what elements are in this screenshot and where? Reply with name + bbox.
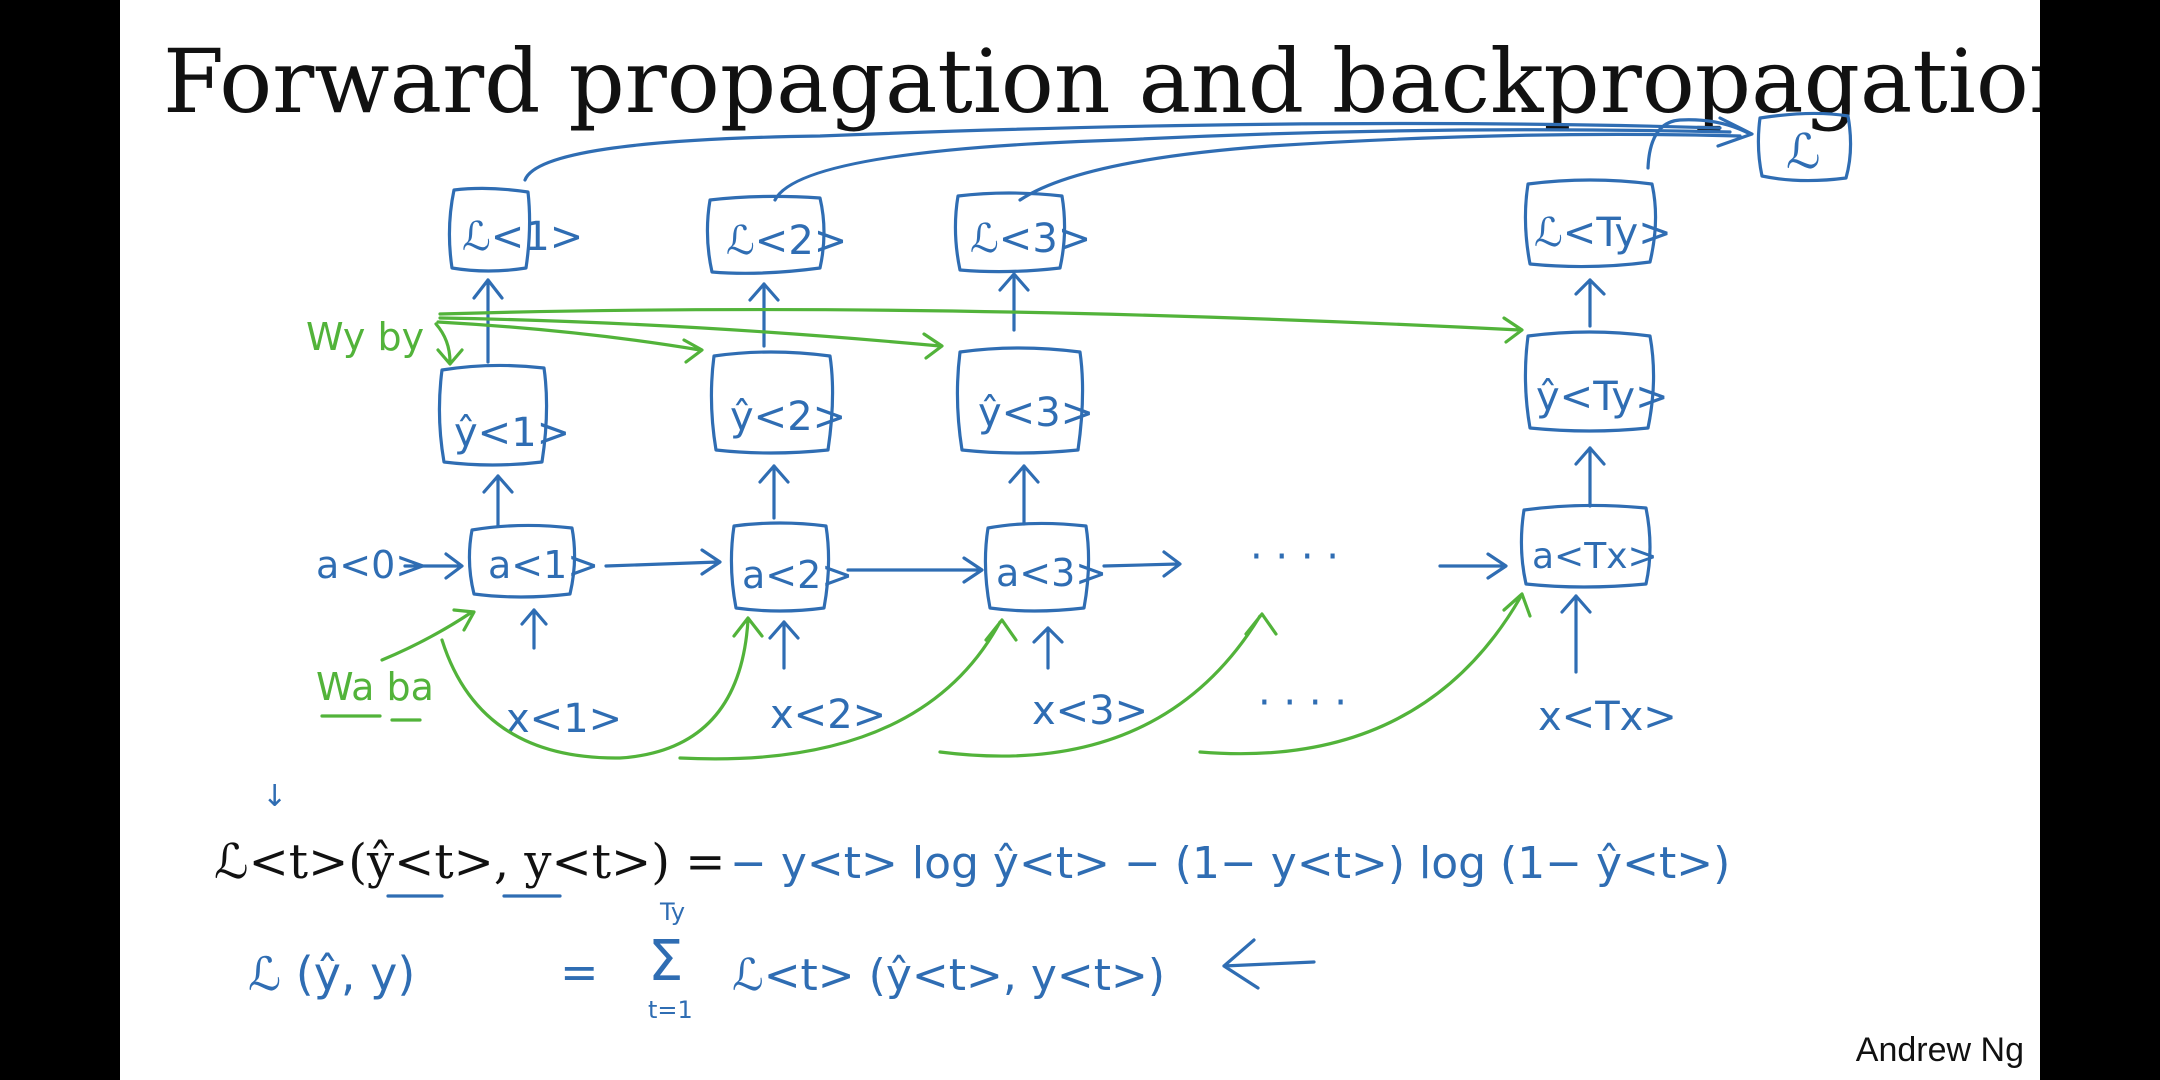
input-xT: x<Tx>: [1538, 694, 1677, 740]
loss2-to-total-arrow: [773, 128, 1732, 202]
total-loss-label: ℒ: [1786, 124, 1821, 180]
svg-text:ℒ<2>: ℒ<2>: [726, 218, 847, 264]
slide: Forward propagation and backpropagation …: [120, 0, 2040, 1080]
wy-to-yhat3-arrow: [438, 316, 944, 360]
wy-to-yhat2-arrow: [436, 320, 704, 364]
aT-to-yhatT-arrow: [1574, 446, 1606, 508]
svg-text:a<2>: a<2>: [742, 553, 853, 597]
wy-to-yhatT-arrow: [438, 307, 1524, 344]
input-x2: x<2>: [770, 692, 886, 738]
activation-node-1: a<1>: [467, 523, 599, 599]
total-loss-lhs: ℒ (ŷ, y): [248, 947, 415, 1001]
yhat1-to-loss1-arrow: [472, 278, 504, 364]
loss-node-T: ℒ<Ty>: [1523, 178, 1672, 269]
svg-text:ŷ<1>: ŷ<1>: [454, 410, 570, 456]
wa-to-a2-arrow: [440, 616, 764, 760]
ellipsis-activations: · · · ·: [1250, 534, 1339, 580]
yhat2-to-loss2-arrow: [748, 282, 780, 348]
svg-text:ŷ<2>: ŷ<2>: [730, 394, 846, 440]
total-loss-box: [1756, 111, 1853, 183]
a1-to-a2-arrow: [604, 548, 722, 576]
output-node-2: ŷ<2>: [709, 350, 846, 455]
param-wy-by: Wy by: [306, 315, 424, 359]
wa-to-a3-arrow: [678, 618, 1018, 761]
x2-to-a2-arrow: [768, 620, 800, 670]
input-x1: x<1>: [506, 696, 622, 742]
rnn-diagram: ℒ ℒ<1> ℒ<2> ℒ<3> ℒ<Ty>: [306, 111, 1853, 761]
sum-upper-limit: Ty: [659, 898, 685, 926]
author-credit: Andrew Ng: [1855, 1031, 2024, 1069]
sum-symbol: Σ: [648, 929, 683, 994]
svg-text:a<3>: a<3>: [996, 551, 1107, 595]
wa-to-aT-arrow: [1198, 592, 1532, 756]
yhat3-to-loss3-arrow: [998, 272, 1030, 332]
a2-to-a3-arrow: [846, 556, 984, 584]
output-node-1: ŷ<1>: [437, 363, 570, 467]
svg-text:ŷ<3>: ŷ<3>: [978, 390, 1094, 436]
prev-to-aT-arrow: [1438, 552, 1508, 580]
loss-node-2: ℒ<2>: [705, 194, 847, 275]
x1-to-a1-arrow: [520, 608, 548, 650]
total-loss-equals: =: [560, 945, 599, 999]
activation-node-2: a<2>: [729, 521, 853, 613]
svg-text:a<1>: a<1>: [488, 543, 599, 587]
loss1-to-total-arrow: [523, 121, 1722, 182]
svg-text:ℒ<1>: ℒ<1>: [462, 214, 583, 260]
svg-text:ℒ<Ty>: ℒ<Ty>: [1534, 210, 1672, 256]
activation-node-3: a<3>: [983, 521, 1107, 613]
emphasis-arrow: [1222, 938, 1316, 990]
activation-node-T: a<Tx>: [1519, 503, 1658, 589]
output-node-3: ŷ<3>: [955, 346, 1094, 455]
param-wa-ba: Wa ba: [316, 665, 434, 709]
total-loss-rhs: ℒ<t> (ŷ<t>, y<t>): [732, 950, 1165, 1001]
loss-node-3: ℒ<3>: [953, 191, 1091, 274]
wy-to-yhat1-arrow: [434, 322, 464, 366]
a3-to-yhat3-arrow: [1008, 464, 1040, 526]
loss-t-lhs: ℒ<t>(ŷ<t>, y<t>) =: [214, 834, 725, 890]
yhatT-to-lossT-arrow: [1574, 278, 1606, 328]
loss-t-rhs: − y<t> log ŷ<t> − (1− y<t>) log (1− ŷ<t>…: [730, 838, 1730, 889]
x3-to-a3-arrow: [1032, 626, 1064, 670]
input-x3: x<3>: [1032, 688, 1148, 734]
slide-title: Forward propagation and backpropagation: [163, 30, 2040, 133]
a2-to-yhat2-arrow: [758, 464, 790, 520]
sum-lower-limit: t=1: [648, 996, 693, 1024]
loss-node-1: ℒ<1>: [447, 186, 583, 273]
total-arrowhead: [1716, 116, 1754, 148]
svg-text:a<Tx>: a<Tx>: [1532, 536, 1658, 577]
wa-underline: [320, 714, 422, 722]
a1-to-yhat1-arrow: [482, 474, 514, 528]
ellipsis-inputs: · · · ·: [1258, 680, 1347, 726]
equations: ↓ ℒ<t>(ŷ<t>, y<t>) = − y<t> log ŷ<t> − (…: [214, 779, 1730, 1024]
a0-to-a1-arrow: [403, 552, 464, 580]
a3-to-next-arrow: [1102, 550, 1182, 578]
output-node-T: ŷ<Ty>: [1523, 330, 1669, 433]
xT-to-aT-arrow: [1560, 594, 1592, 674]
wa-to-next-arrow: [938, 612, 1278, 758]
t-marker-arrow: ↓: [262, 779, 287, 814]
lossT-to-total-arrow: [1646, 118, 1752, 170]
loss3-to-total-arrow: [1018, 132, 1742, 202]
wa-to-a1-arrow: [380, 608, 476, 662]
svg-text:ℒ<3>: ℒ<3>: [970, 216, 1091, 262]
svg-text:ŷ<Ty>: ŷ<Ty>: [1536, 374, 1669, 420]
